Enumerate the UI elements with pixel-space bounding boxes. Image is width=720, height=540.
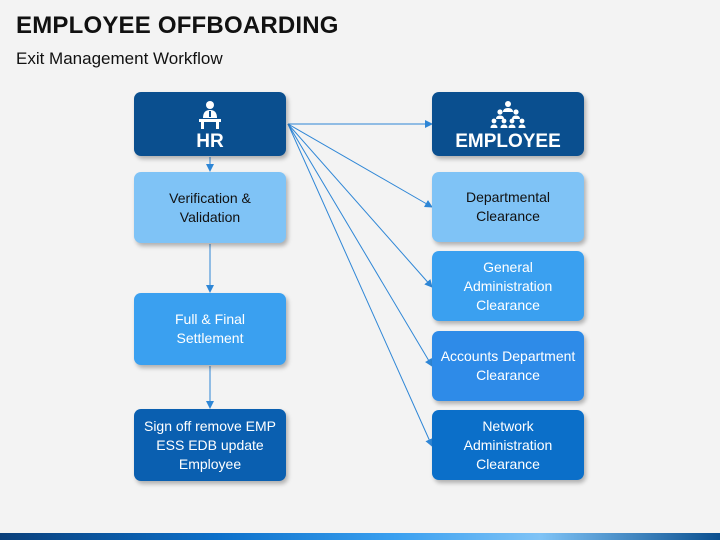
sign-off-label: Sign off remove EMP ESS EDB update Emplo… [143, 417, 277, 472]
general-admin-clearance-label: General Administration Clearance [463, 258, 553, 313]
departmental-clearance-label: Departmental Clearance [465, 189, 551, 224]
employee-box: EMPLOYEE [432, 92, 584, 156]
verification-validation-label: Verification & Validation [169, 189, 251, 225]
page-title: EMPLOYEE OFFBOARDING [16, 12, 339, 39]
departmental-clearance-box: Departmental Clearance [432, 172, 584, 242]
page-subtitle: Exit Management Workflow [16, 49, 223, 68]
accounts-clearance-box: Accounts Department Clearance [432, 331, 584, 401]
arrow-hr-to-accounts [287, 123, 433, 367]
person-at-desk-icon [195, 100, 225, 130]
arrow-hr-to-network-admin [287, 123, 433, 447]
full-final-settlement-box: Full & Final Settlement [134, 293, 286, 365]
employee-label: EMPLOYEE [455, 130, 561, 152]
full-final-settlement-label: Full & Final Settlement [174, 311, 246, 346]
general-admin-clearance-box: General Administration Clearance [432, 251, 584, 321]
accounts-clearance-label: Accounts Department Clearance [440, 348, 576, 383]
footer-bar [0, 533, 720, 540]
network-admin-clearance-label: Network Administration Clearance [463, 417, 553, 472]
hr-label: HR [196, 130, 224, 152]
verification-validation-box: Verification & Validation [134, 172, 286, 243]
hr-box: HR [134, 92, 286, 156]
arrow-hr-to-departmental [287, 123, 433, 208]
arrow-hr-to-general-admin [287, 123, 433, 288]
network-admin-clearance-box: Network Administration Clearance [432, 410, 584, 480]
sign-off-box: Sign off remove EMP ESS EDB update Emplo… [134, 409, 286, 481]
team-hierarchy-icon [490, 100, 526, 130]
